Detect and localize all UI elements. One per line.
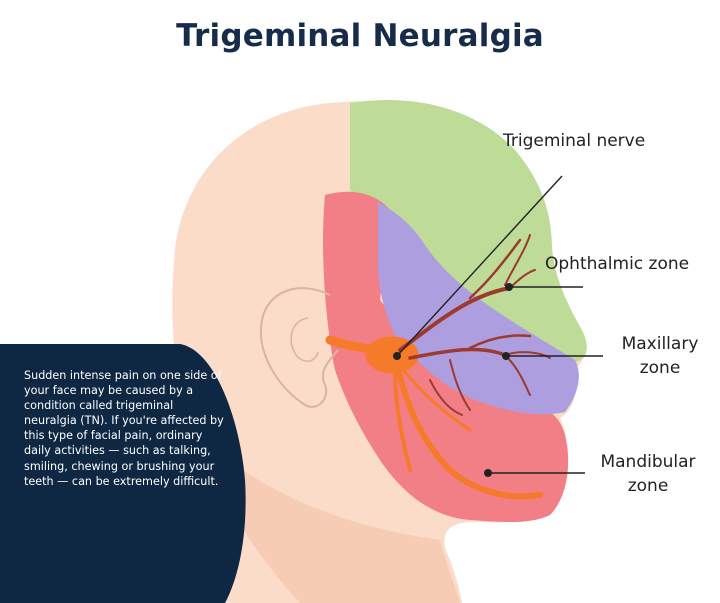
label-maxillary-zone: Maxillary zone [621, 334, 699, 378]
leader-lines [396, 175, 603, 474]
neck-shadow [190, 430, 460, 603]
ear-inner [290, 317, 319, 362]
ophthalmic-zone [350, 99, 587, 362]
leader-dots [393, 283, 513, 477]
label-trigeminal-nerve: Trigeminal nerve [503, 131, 646, 151]
mandibular-zone [323, 191, 569, 523]
ear [259, 287, 339, 408]
label-ophthalmic-zone: Ophthalmic zone [545, 254, 690, 274]
nerve-branches [398, 234, 551, 416]
label-mandibular-zone: Mandibular zone [600, 452, 696, 496]
info-panel [0, 344, 246, 603]
page-title: Trigeminal Neuralgia [176, 18, 544, 54]
info-text: Sudden intense pain on one side of your … [24, 369, 224, 488]
maxillary-zone [378, 202, 579, 415]
